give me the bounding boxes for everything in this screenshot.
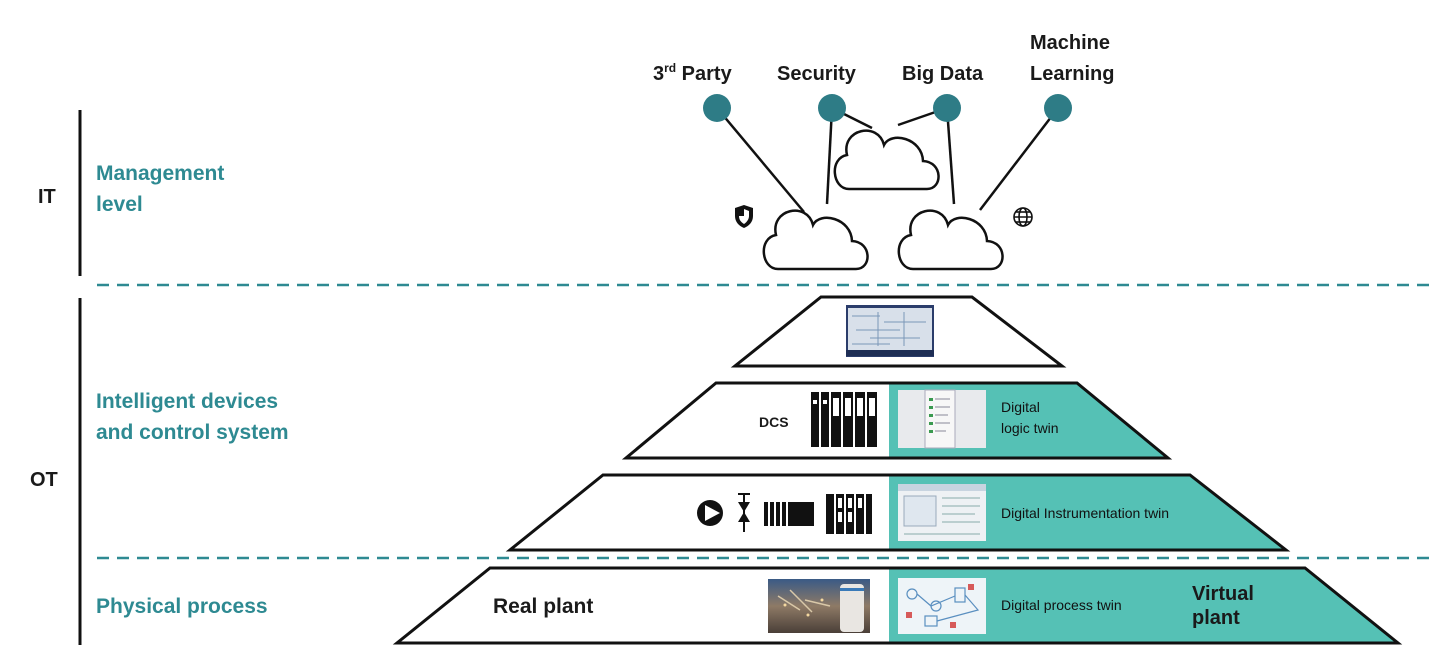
physical-process-label: Physical process <box>96 595 268 618</box>
hmi-screen-thumbnail <box>846 305 934 357</box>
logic-twin-line1: Digital <box>1001 399 1040 415</box>
virtual-plant-line1: Virtual <box>1192 583 1254 605</box>
intelligent-devices-line1: Intelligent devices <box>96 390 278 413</box>
globe-icon <box>1013 207 1033 227</box>
dcs-label: DCS <box>759 414 789 430</box>
third-party-node <box>703 94 731 122</box>
virtual-plant-line2: plant <box>1192 607 1240 629</box>
instrumentation-twin-label: Digital Instrumentation twin <box>1001 505 1169 521</box>
cloud-icon <box>762 209 869 271</box>
pyramid-tier-plant <box>392 566 1403 645</box>
dcs-rack-icon <box>811 392 877 447</box>
pyramid-tier-control <box>621 381 1173 460</box>
machine-learning-line1: Machine <box>1030 32 1110 54</box>
machine-learning-line2: Learning <box>1030 63 1114 85</box>
logic-twin-line2: logic twin <box>1001 420 1059 436</box>
process-twin-thumbnail <box>898 578 986 634</box>
security-label: Security <box>777 63 857 85</box>
real-plant-photo <box>768 579 870 633</box>
management-level-line2: level <box>96 193 143 216</box>
intelligent-devices-line2: and control system <box>96 421 289 444</box>
third-party-label: 3rd Party <box>653 61 733 85</box>
machine-learning-node <box>1044 94 1072 122</box>
process-twin-label: Digital process twin <box>1001 597 1122 613</box>
real-plant-label: Real plant <box>493 595 593 618</box>
shield-icon <box>735 205 753 228</box>
field-devices-icons <box>697 493 872 534</box>
ot-label: OT <box>30 469 58 491</box>
pyramid-tier-instrumentation <box>505 473 1291 552</box>
instrumentation-twin-thumbnail <box>898 484 986 541</box>
logic-twin-thumbnail <box>898 389 986 449</box>
management-level-line1: Management <box>96 162 224 185</box>
big-data-node <box>933 94 961 122</box>
security-node <box>818 94 846 122</box>
big-data-label: Big Data <box>902 63 984 85</box>
it-label: IT <box>38 186 56 208</box>
cloud-icon <box>897 209 1004 271</box>
cloud-icon <box>833 129 940 191</box>
